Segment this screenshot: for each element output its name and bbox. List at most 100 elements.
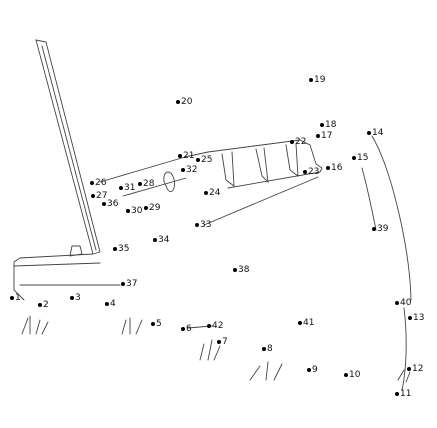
dot-number-label: 4 [110,299,116,309]
dot-38[interactable]: 38 [233,264,249,276]
club-hosel [69,245,83,257]
dot-41[interactable]: 41 [298,317,314,329]
dot-4[interactable]: 4 [105,298,116,310]
bag-upper-line [122,177,187,197]
dot-marker[interactable] [395,301,399,305]
dot-number-label: 2 [43,300,49,310]
dot-marker[interactable] [91,194,95,198]
dot-24[interactable]: 24 [204,187,220,199]
dot-number-label: 3 [75,293,81,303]
dot-marker[interactable] [181,168,185,172]
dot-20[interactable]: 20 [176,96,192,108]
club-head [13,253,94,301]
handle-ring-2 [255,147,269,184]
dot-marker[interactable] [126,209,130,213]
dot-33[interactable]: 33 [195,219,211,231]
dot-29[interactable]: 29 [144,202,160,214]
dot-marker[interactable] [151,322,155,326]
dot-3[interactable]: 3 [70,292,81,304]
dot-marker[interactable] [90,181,94,185]
dot-9[interactable]: 9 [307,364,318,376]
dot-marker[interactable] [10,296,14,300]
dot-marker[interactable] [262,347,266,351]
dot-23[interactable]: 23 [303,166,319,178]
dot-marker[interactable] [195,223,199,227]
dot-7[interactable]: 7 [217,336,228,348]
dot-40[interactable]: 40 [395,297,411,309]
dot-39[interactable]: 39 [372,223,388,235]
dot-marker[interactable] [113,247,117,251]
dot-22[interactable]: 22 [290,136,306,148]
dot-marker[interactable] [144,206,148,210]
dot-37[interactable]: 37 [121,278,137,290]
dot-5[interactable]: 5 [151,318,162,330]
dot-marker[interactable] [344,373,348,377]
dot-number-label: 29 [149,203,161,213]
dot-number-label: 13 [413,313,425,323]
dot-marker[interactable] [326,166,330,170]
dot-marker[interactable] [309,78,313,82]
dot-2[interactable]: 2 [38,299,49,311]
dot-marker[interactable] [102,202,106,206]
dot-marker[interactable] [153,238,157,242]
dot-marker[interactable] [298,321,302,325]
dot-42[interactable]: 42 [207,320,223,332]
dot-12[interactable]: 12 [407,363,423,375]
dot-marker[interactable] [217,340,221,344]
dot-marker[interactable] [178,154,182,158]
dot-28[interactable]: 28 [138,178,154,190]
dot-marker[interactable] [307,368,311,372]
dot-32[interactable]: 32 [181,164,197,176]
dot-36[interactable]: 36 [102,198,118,210]
dot-17[interactable]: 17 [316,130,332,142]
dot-marker[interactable] [105,302,109,306]
dot-marker[interactable] [290,140,294,144]
dot-number-label: 11 [400,389,412,399]
dot-marker[interactable] [408,316,412,320]
dot-marker[interactable] [70,296,74,300]
dot-18[interactable]: 18 [320,119,336,131]
dot-marker[interactable] [204,191,208,195]
dot-marker[interactable] [316,134,320,138]
dot-number-label: 30 [131,206,143,216]
dot-26[interactable]: 26 [90,177,106,189]
dot-marker[interactable] [407,367,411,371]
dot-15[interactable]: 15 [352,152,368,164]
dot-marker[interactable] [176,100,180,104]
dot-8[interactable]: 8 [262,343,273,355]
dot-marker[interactable] [352,156,356,160]
dot-1[interactable]: 1 [10,292,21,304]
dot-34[interactable]: 34 [153,234,169,246]
dot-16[interactable]: 16 [326,162,342,174]
dot-13[interactable]: 13 [408,312,424,324]
dot-number-label: 20 [181,97,193,107]
dot-marker[interactable] [196,158,200,162]
dot-25[interactable]: 25 [196,154,212,166]
dot-11[interactable]: 11 [395,388,411,400]
dot-30[interactable]: 30 [126,205,142,217]
dot-number-label: 37 [126,279,138,289]
dot-marker[interactable] [372,227,376,231]
dot-marker[interactable] [138,182,142,186]
dot-marker[interactable] [181,327,185,331]
dot-number-label: 19 [314,75,326,85]
dot-number-label: 16 [331,163,343,173]
dot-marker[interactable] [233,268,237,272]
bag-right-curve [371,135,412,301]
dot-marker[interactable] [303,170,307,174]
dot-marker[interactable] [121,282,125,286]
dot-marker[interactable] [367,131,371,135]
dot-19[interactable]: 19 [309,74,325,86]
dot-marker[interactable] [119,186,123,190]
dot-marker[interactable] [395,392,399,396]
dot-31[interactable]: 31 [119,182,135,194]
dot-21[interactable]: 21 [178,150,194,162]
dot-35[interactable]: 35 [113,243,129,255]
dot-27[interactable]: 27 [91,190,107,202]
dot-6[interactable]: 6 [181,323,192,335]
dot-14[interactable]: 14 [367,127,383,139]
dot-marker[interactable] [320,123,324,127]
dot-marker[interactable] [38,303,42,307]
dot-10[interactable]: 10 [344,369,360,381]
dot-marker[interactable] [207,324,211,328]
